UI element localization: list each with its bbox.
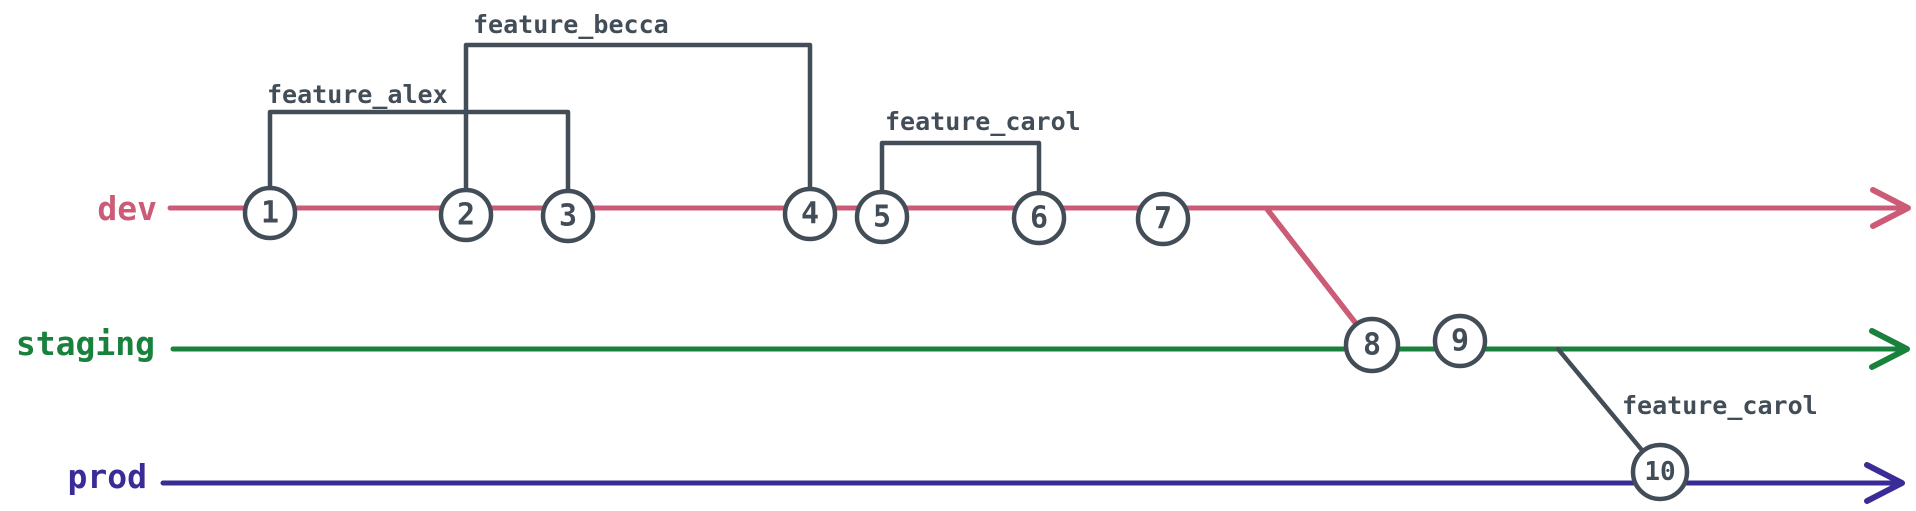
commit-number-5: 5 [873,200,891,235]
merge-label-10: feature_carol [1622,391,1818,420]
branch-label-prod: prod [68,457,147,496]
commit-node-8 [1343,316,1401,374]
commit-node-7 [1135,191,1191,247]
commit-number-8: 8 [1363,328,1381,363]
arrowhead-dev-icon [1870,187,1911,229]
commit-number-7: 7 [1154,202,1172,237]
branch-label-dev: dev [97,189,157,228]
commit-node-3 [540,188,596,244]
merge-line-staging-to-10 [1555,346,1649,458]
arrowhead-staging-icon [1869,328,1910,370]
feature-bracket-feature_alex-1 [267,109,571,196]
commit-node-10 [1630,442,1690,502]
commit-number-4: 4 [801,197,819,232]
commit-node-9 [1432,313,1488,369]
commit-node-6 [1011,190,1067,246]
commit-node-4 [782,186,838,242]
branch-label-staging: staging [16,324,155,363]
commit-number-1: 1 [261,196,279,231]
commit-node-1 [242,185,298,241]
commit-number-3: 3 [559,199,577,234]
commit-node-5 [854,189,910,245]
feature-bracket-feature_becca-2 [463,42,813,195]
feature-bracket-feature_carol-5 [879,140,1042,198]
feature-branch-label-1: feature_alex [267,80,448,109]
commit-number-9: 9 [1451,324,1469,359]
commit-node-2 [438,187,494,243]
arrowhead-prod-icon [1864,462,1905,504]
feature-branch-label-5: feature_carol [885,107,1081,136]
commit-number-2: 2 [457,198,475,233]
feature-branch-label-2: feature_becca [473,10,669,39]
commit-number-6: 6 [1030,201,1048,236]
merge-line-dev-to-8 [1264,206,1364,333]
commit-number-10: 10 [1644,457,1675,487]
